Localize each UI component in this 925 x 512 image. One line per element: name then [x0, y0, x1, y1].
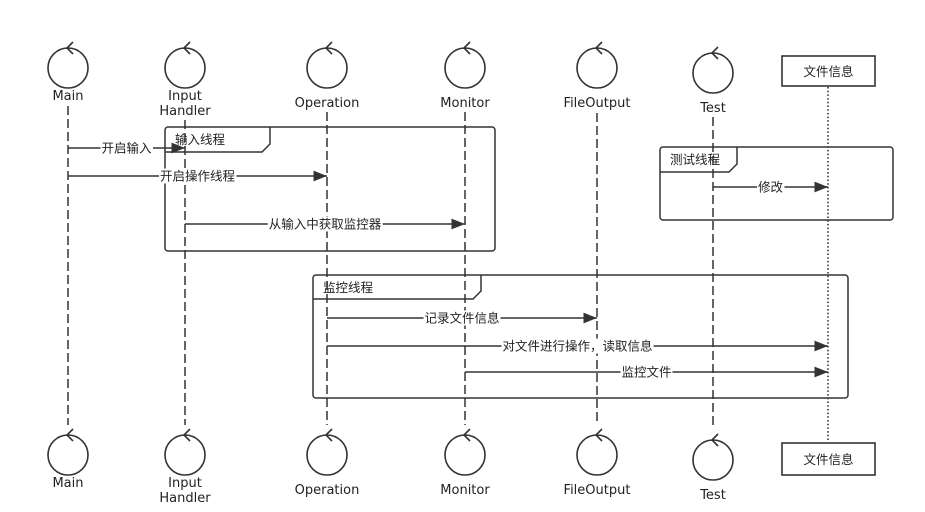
participant-fo-bottom: FileOutput: [564, 428, 631, 498]
message-label-bg: [756, 179, 785, 195]
participant-label: Operation: [295, 96, 360, 111]
participant-label: 文件信息: [803, 64, 853, 79]
fragment-tab: [165, 127, 271, 153]
control-icon: [164, 428, 206, 476]
participant-op-top: Operation: [295, 41, 360, 111]
fragment-label: 监控线程: [323, 280, 374, 295]
participant-main-top: Main: [47, 41, 89, 104]
participant-main-bottom: Main: [47, 428, 89, 491]
fragment-test-thread: 测试线程: [659, 146, 894, 221]
control-icon: [692, 46, 734, 94]
participant-label: Input: [168, 89, 202, 104]
participant-fo-top: FileOutput: [564, 41, 631, 111]
message-start-op: 开启操作线程: [68, 168, 327, 184]
message-label: 监控文件: [621, 365, 671, 380]
message-operate-read: 对文件进行操作，读取信息: [327, 338, 828, 354]
message-start-input: 开启输入: [68, 140, 185, 156]
fragment-frame: [164, 126, 496, 252]
participant-label: Handler: [159, 491, 211, 506]
participant-box: [781, 442, 876, 476]
participant-label: Test: [699, 101, 726, 116]
fragment-input-thread: 输入线程: [164, 126, 496, 252]
message-monitor-file: 监控文件: [465, 364, 828, 380]
message-label: 从输入中获取监控器: [269, 217, 382, 232]
participant-label: Operation: [295, 483, 360, 498]
control-icon: [576, 428, 618, 476]
participant-label: Test: [699, 488, 726, 503]
participant-label: Main: [52, 476, 83, 491]
participant-label: Handler: [159, 104, 211, 119]
control-icon: [576, 41, 618, 89]
message-label-bg: [158, 168, 237, 184]
control-icon: [47, 41, 89, 89]
participant-mon-bottom: Monitor: [440, 428, 490, 498]
message-get-monitor: 从输入中获取监控器: [185, 216, 465, 232]
control-icon: [692, 433, 734, 481]
fragment-tab: [313, 275, 482, 300]
message-label: 对文件进行操作，读取信息: [502, 339, 652, 354]
message-label: 记录文件信息: [424, 311, 499, 326]
fragment-frame: [659, 146, 894, 221]
participant-op-bottom: Operation: [295, 428, 360, 498]
message-label-bg: [423, 310, 501, 326]
control-icon: [164, 41, 206, 89]
control-icon: [444, 428, 486, 476]
participant-label: FileOutput: [564, 483, 631, 498]
control-icon: [306, 428, 348, 476]
participant-test-top: Test: [692, 46, 734, 116]
participant-label: Main: [52, 89, 83, 104]
participant-test-bottom: Test: [692, 433, 734, 503]
message-label-bg: [620, 364, 673, 380]
message-record-info: 记录文件信息: [327, 310, 597, 326]
participant-label: Monitor: [440, 483, 490, 498]
message-label-bg: [501, 338, 654, 354]
control-icon: [444, 41, 486, 89]
participant-file-bottom: 文件信息: [781, 442, 876, 476]
participant-label: Input: [168, 476, 202, 491]
participant-box: [781, 55, 876, 87]
message-label: 修改: [758, 180, 784, 195]
participant-file-top: 文件信息: [781, 55, 876, 87]
control-icon: [306, 41, 348, 89]
participant-label: 文件信息: [803, 452, 853, 467]
fragment-tab: [660, 147, 738, 173]
fragment-monitor-thread: 监控线程: [312, 274, 849, 399]
fragment-frame: [312, 274, 849, 399]
message-label: 开启操作线程: [160, 169, 236, 184]
message-modify: 修改: [713, 179, 828, 195]
message-label-bg: [267, 216, 383, 232]
fragment-label: 测试线程: [670, 152, 721, 167]
fragment-label: 输入线程: [175, 132, 226, 147]
participant-mon-top: Monitor: [440, 41, 490, 111]
control-icon: [47, 428, 89, 476]
message-label-bg: [100, 140, 153, 156]
message-label: 开启输入: [101, 141, 152, 156]
participant-label: Monitor: [440, 96, 490, 111]
participant-label: FileOutput: [564, 96, 631, 111]
